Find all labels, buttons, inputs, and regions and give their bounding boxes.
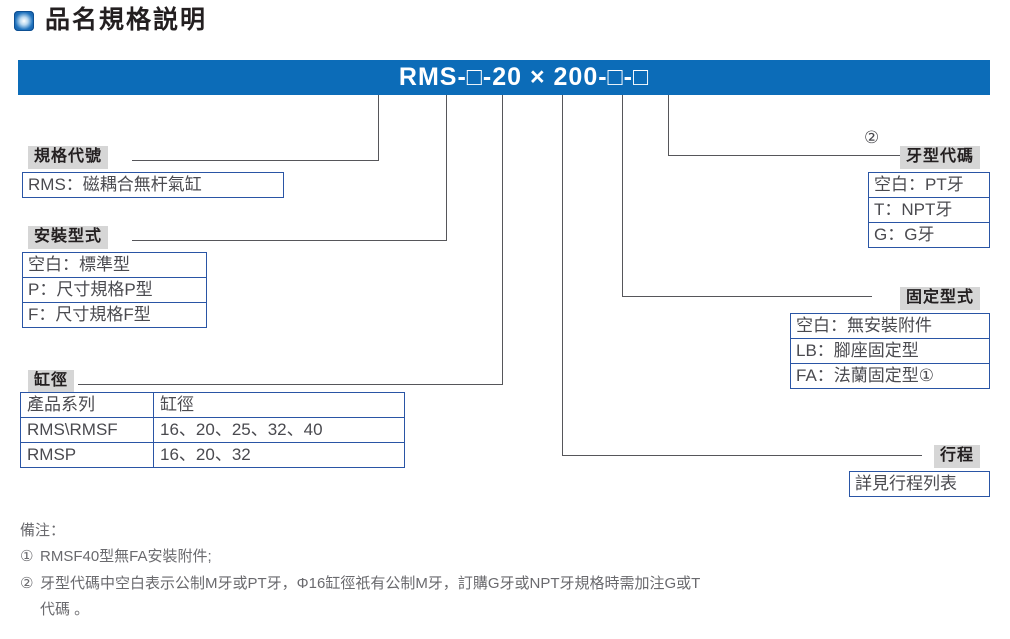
leader-line-mounting-horizontal <box>132 240 447 241</box>
note-mark: ② <box>20 574 34 592</box>
option-row: RMS：磁耦合無杆氣缸 <box>28 175 202 194</box>
table-header-cell-bore: 缸徑 <box>153 392 405 418</box>
section-header-spec-code: 規格代號 <box>28 146 109 170</box>
table-row: RMSP 16、20、32 <box>20 442 405 468</box>
table-header-cell-series: 產品系列 <box>20 392 154 418</box>
note-text: 牙型代碼中空白表示公制M牙或PT牙，Φ16缸徑祇有公制M牙，訂購G牙或NPT牙規… <box>40 574 701 592</box>
option-row: T：NPT牙 <box>869 198 989 223</box>
note-item: ① RMSF40型無FA安裝附件; <box>20 544 995 570</box>
table-cell-bore: 16、20、25、32、40 <box>153 417 405 443</box>
note-text: RMSF40型無FA安裝附件; <box>40 548 212 566</box>
leader-line-thread-horizontal <box>668 155 900 156</box>
option-box-mounting-type: 空白：標準型 P：尺寸規格P型 F：尺寸規格F型 <box>22 252 207 328</box>
bore-table: 產品系列 缸徑 RMS\RMSF 16、20、25、32、40 RMSP 16、… <box>20 392 405 468</box>
section-header-thread-code: 牙型代碼 <box>900 146 981 170</box>
leader-line-stroke-horizontal <box>562 455 922 456</box>
note-mark: ① <box>20 548 34 566</box>
option-row: F：尺寸規格F型 <box>28 305 151 324</box>
leader-line-spec-code-vertical <box>378 95 379 161</box>
option-box-fixing-type: 空白：無安裝附件 LB：腳座固定型 FA：法蘭固定型① <box>790 313 990 389</box>
note-text-continued: 代碼 。 <box>40 600 90 618</box>
option-row: LB：腳座固定型 <box>791 339 989 364</box>
leader-line-bore-horizontal <box>78 384 503 385</box>
option-row: 空白：PT牙 <box>869 173 989 198</box>
page-title-text: 品名規格説明 <box>45 6 208 34</box>
section-header-stroke: 行程 <box>934 445 981 469</box>
blue-square-bullet-icon <box>14 10 34 31</box>
option-row: 空白：標準型 <box>23 253 206 278</box>
table-cell-series: RMS\RMSF <box>20 417 154 443</box>
product-code-bar: RMS-□-20 × 200-□-□ <box>18 60 990 95</box>
leader-line-fixing-vertical <box>622 95 623 297</box>
option-box-stroke: 詳見行程列表 <box>849 471 990 497</box>
table-row: RMS\RMSF 16、20、25、32、40 <box>20 417 405 443</box>
section-header-mounting-type: 安裝型式 <box>28 226 109 250</box>
table-cell-bore: 16、20、32 <box>153 442 405 468</box>
footnote-mark-2: ② <box>864 128 880 147</box>
option-row: 空白：無安裝附件 <box>791 314 989 339</box>
leader-line-mounting-vertical <box>446 95 447 241</box>
notes-block: 備注： ① RMSF40型無FA安裝附件; ② 牙型代碼中空白表示公制M牙或PT… <box>20 518 995 623</box>
table-cell-series: RMSP <box>20 442 154 468</box>
section-header-fixing-type: 固定型式 <box>900 287 981 311</box>
leader-line-bore-vertical <box>502 95 503 385</box>
leader-line-fixing-horizontal <box>622 296 872 297</box>
leader-line-thread-vertical <box>668 95 669 156</box>
note-item: ② 牙型代碼中空白表示公制M牙或PT牙，Φ16缸徑祇有公制M牙，訂購G牙或NPT… <box>20 571 995 624</box>
option-row: 詳見行程列表 <box>855 474 957 493</box>
product-code-text: RMS-□-20 × 200-□-□ <box>398 63 650 91</box>
option-box-spec-code: RMS：磁耦合無杆氣缸 <box>22 172 284 198</box>
option-box-thread-code: 空白：PT牙 T：NPT牙 G：G牙 <box>868 172 990 248</box>
option-row: FA：法蘭固定型① <box>796 366 935 385</box>
leader-line-spec-code-horizontal <box>132 160 379 161</box>
option-row: P：尺寸規格P型 <box>23 278 206 303</box>
option-row: G：G牙 <box>874 225 935 244</box>
section-header-bore: 缸徑 <box>28 370 75 394</box>
notes-label: 備注： <box>20 522 66 539</box>
leader-line-stroke-vertical <box>562 95 563 456</box>
table-header-row: 產品系列 缸徑 <box>20 392 405 418</box>
page-title: 品名規格説明 <box>14 8 207 33</box>
